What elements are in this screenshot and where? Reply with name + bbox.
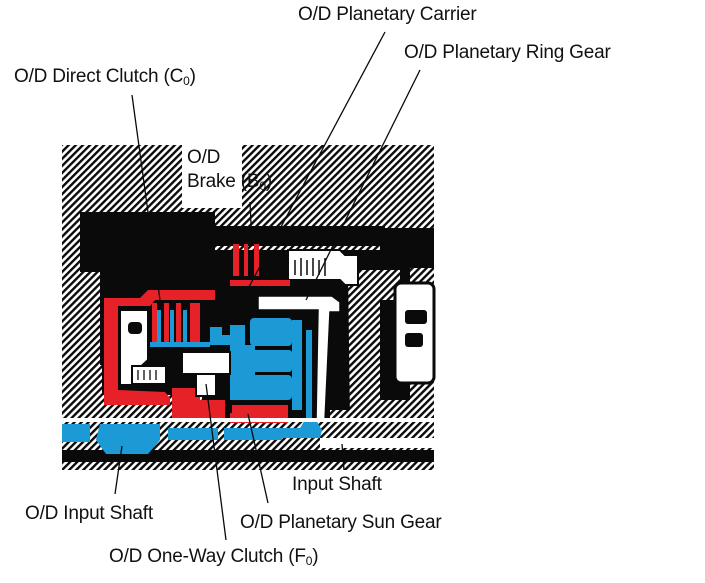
one-way-clutch-text: O/D One-Way Clutch (F bbox=[109, 546, 306, 567]
leader-one-way-clutch bbox=[205, 383, 227, 541]
leader-od-input-shaft bbox=[114, 445, 123, 495]
direct-clutch-sub: 0 bbox=[183, 74, 190, 88]
brake-text: Brake (B bbox=[187, 171, 260, 192]
label-sun-gear: O/D Planetary Sun Gear bbox=[240, 512, 442, 533]
leader-brake bbox=[249, 201, 253, 247]
leader-input-shaft bbox=[341, 443, 345, 471]
leader-lines bbox=[114, 31, 421, 541]
label-planetary-carrier: O/D Planetary Carrier bbox=[298, 4, 477, 25]
label-od-input-shaft: O/D Input Shaft bbox=[25, 503, 153, 524]
rear-clutch-housing bbox=[393, 281, 436, 385]
ring-gear-flange bbox=[257, 295, 341, 421]
leader-sun-gear bbox=[247, 413, 269, 504]
label-brake-line2: Brake (B0) bbox=[187, 171, 272, 193]
one-way-clutch-sub: 0 bbox=[305, 554, 313, 568]
leader-ring-gear bbox=[305, 69, 421, 301]
label-brake-line1: O/D bbox=[187, 147, 221, 168]
input-shaft-strip bbox=[62, 418, 434, 448]
label-direct-clutch: O/D Direct Clutch (C0) bbox=[14, 66, 196, 88]
brake-sub: 0 bbox=[259, 179, 266, 193]
blue-components bbox=[62, 310, 322, 454]
one-way-clutch-close: ) bbox=[312, 546, 319, 567]
direct-clutch-text: O/D Direct Clutch (C bbox=[14, 66, 184, 87]
brake-piston bbox=[287, 249, 359, 286]
label-ring-gear: O/D Planetary Ring Gear bbox=[404, 42, 611, 63]
leader-direct-clutch bbox=[131, 94, 161, 301]
one-way-clutch-block bbox=[181, 351, 231, 397]
red-components bbox=[104, 244, 290, 423]
label-one-way-clutch: O/D One-Way Clutch (F0) bbox=[109, 546, 319, 568]
clutch-piston-cavity bbox=[119, 309, 167, 386]
label-input-shaft: Input Shaft bbox=[292, 474, 382, 495]
direct-clutch-close: ) bbox=[189, 66, 196, 87]
brake-close: ) bbox=[265, 171, 272, 192]
leader-planetary-carrier bbox=[225, 31, 386, 331]
